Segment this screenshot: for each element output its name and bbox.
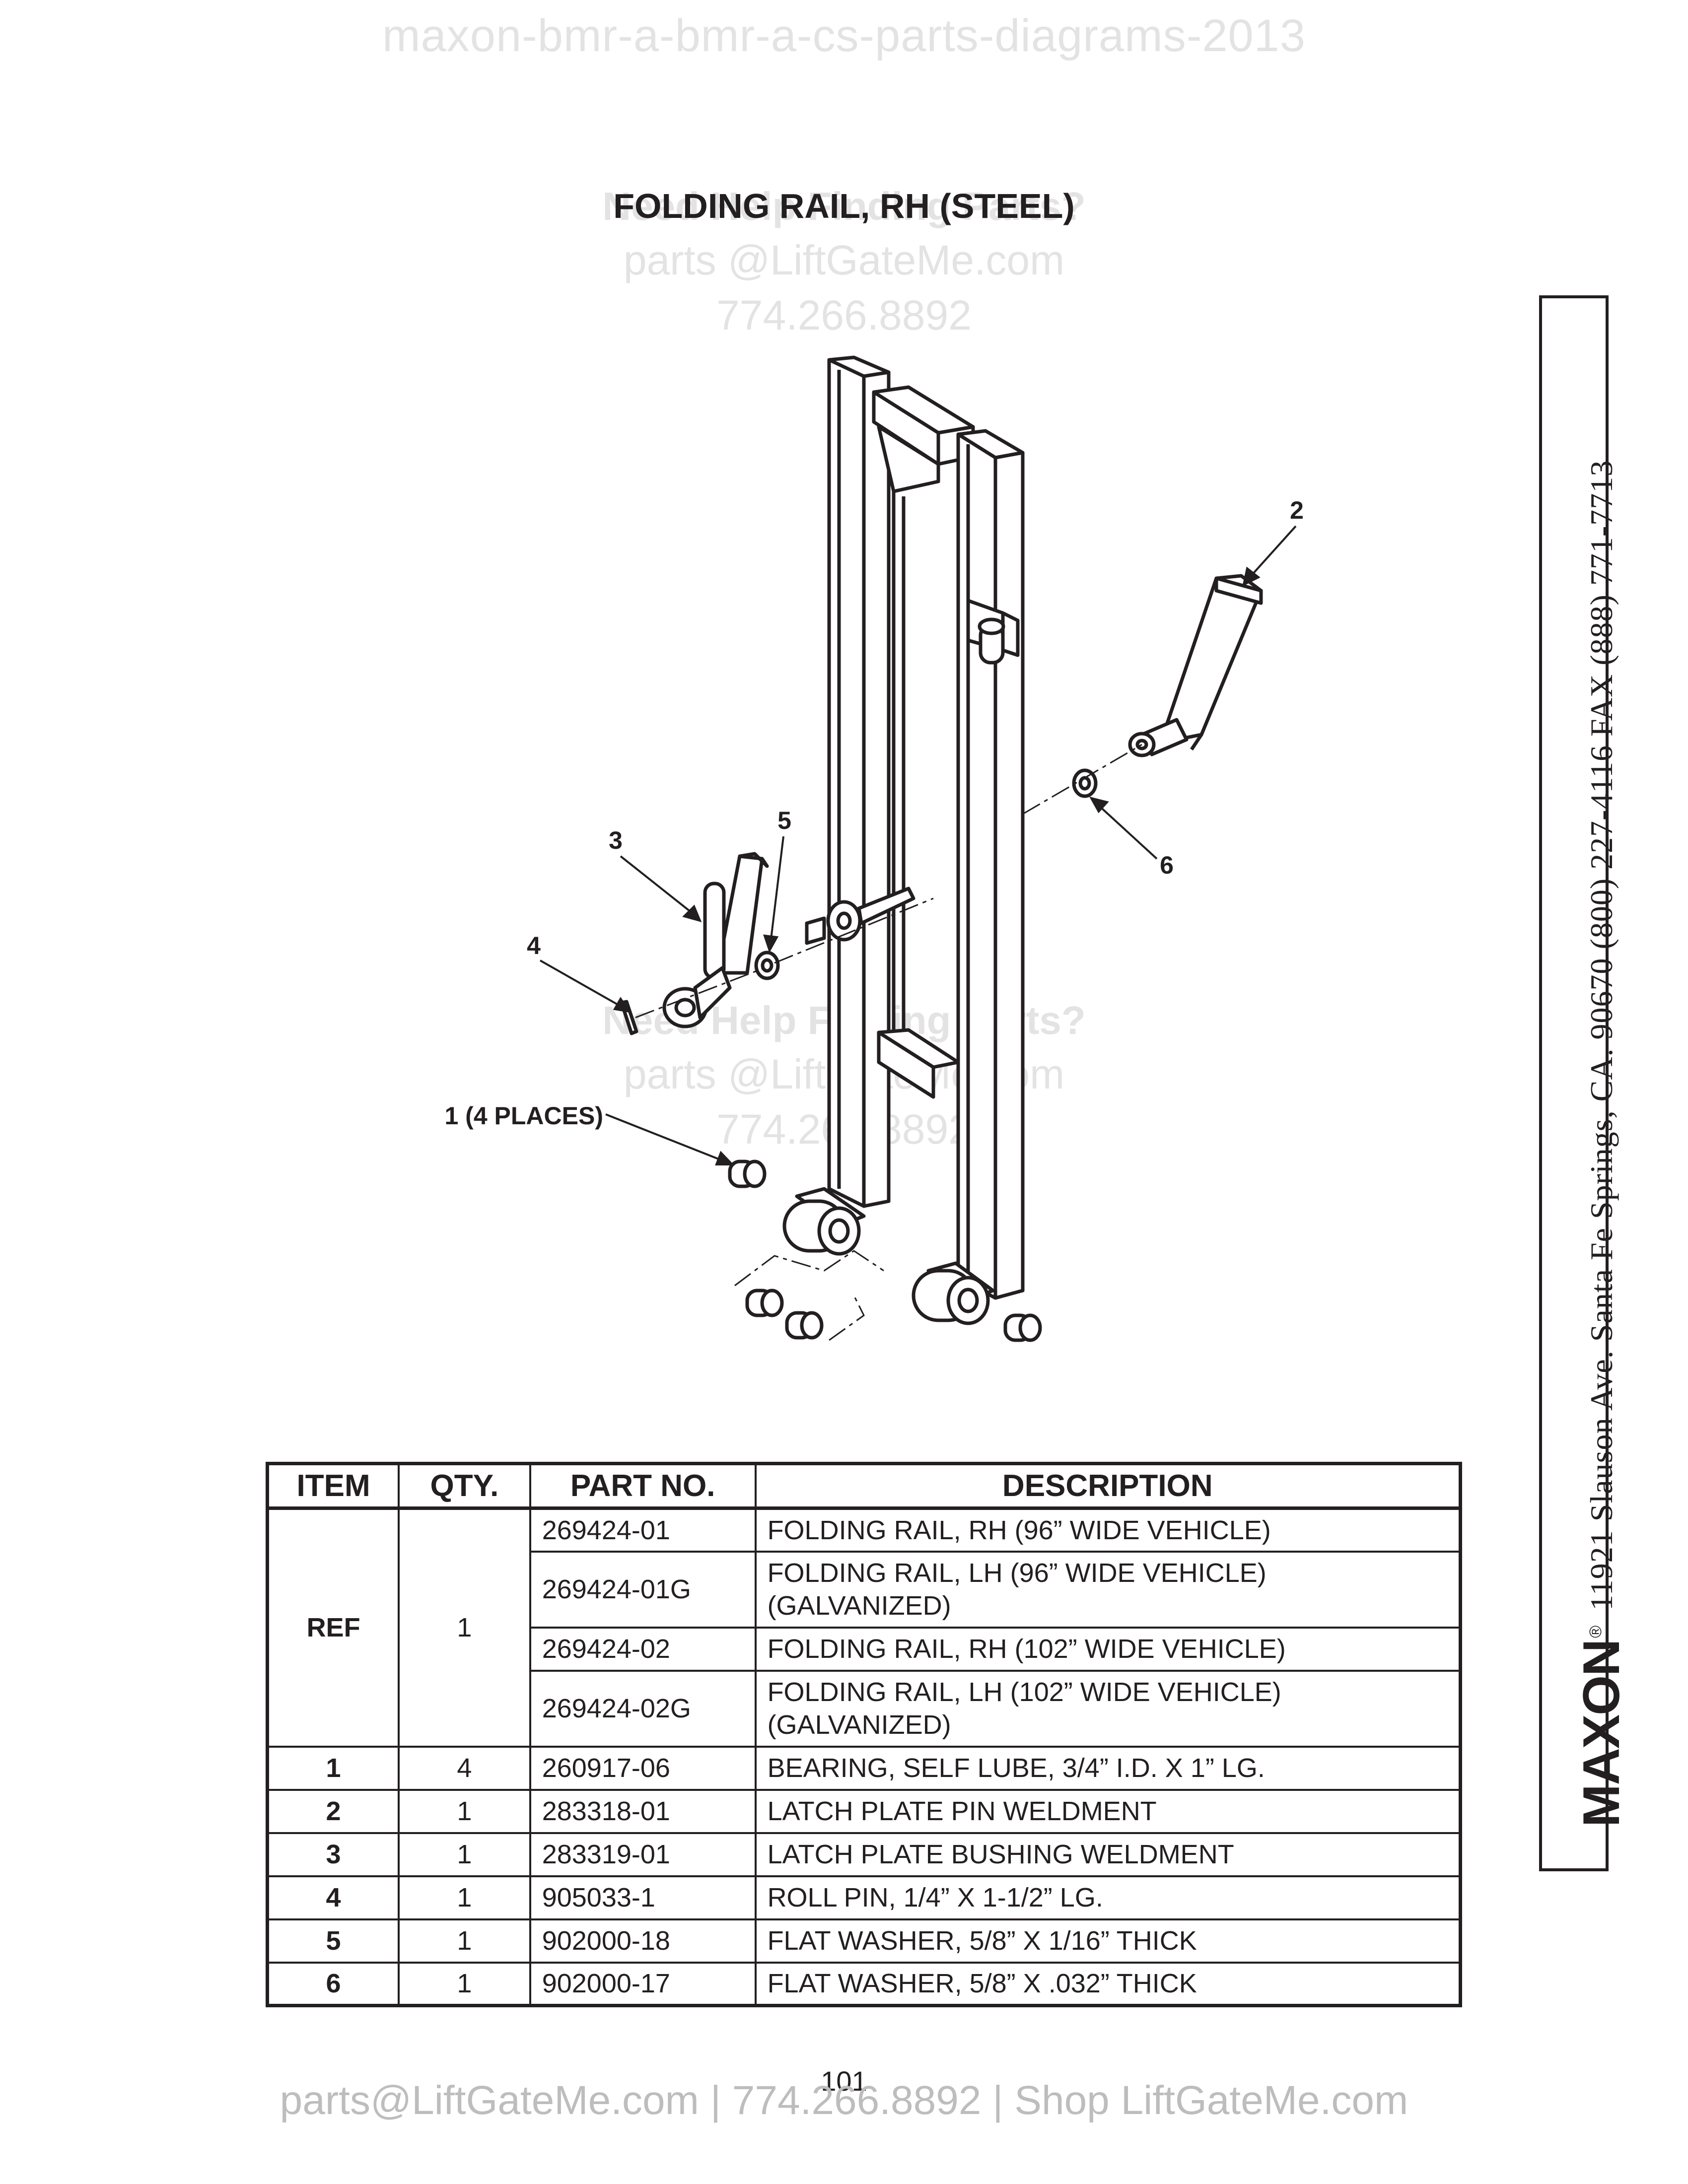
rail-bottom-crossbar [877,1028,960,1099]
part-no-cell: 902000-18 [529,1918,757,1964]
watermark-help-block-top: Need Help Finding Parts? parts @LiftGate… [0,184,1688,340]
rail-inner-slot [892,491,906,1052]
company-sidebar: MAXON® 11921 Slauson Ave. Santa Fe Sprin… [1539,295,1630,1871]
part-no-cell: 283319-01 [529,1832,757,1877]
qty-cell: 1 [398,1832,531,1877]
parts-table: ITEM QTY. PART NO. DESCRIPTION REF 1 269… [266,1462,1462,2007]
latch-plate-pin-weldment [1128,574,1263,757]
assembly-axes [635,744,1142,1341]
item-cell: 2 [266,1788,400,1834]
parts-diagram: 2 3 5 4 1 (4 PLACES) 6 [444,355,1304,1342]
header-part-no: PART NO. [529,1462,757,1510]
callout-6-label: 6 [1160,851,1174,879]
ref-item-cell: REF [266,1507,400,1748]
description-cell: BEARING, SELF LUBE, 3/4” I.D. X 1” LG. [754,1745,1462,1791]
callout-5-label: 5 [777,807,791,834]
flat-washer-item-6 [1072,768,1098,798]
table-row: 269424-01G FOLDING RAIL, LH (96” WIDE VE… [268,1550,1462,1629]
table-row: 269424-02 FOLDING RAIL, RH (102” WIDE VE… [268,1626,1462,1672]
part-no-cell: 269424-02G [529,1669,757,1748]
part-no-cell: 283318-01 [529,1788,757,1834]
part-no-cell: 269424-02 [529,1626,757,1672]
callout-2-label: 2 [1290,496,1304,524]
description-line: FOLDING RAIL, LH (96” WIDE VEHICLE) [767,1558,1266,1588]
table-row: 3 1 283319-01 LATCH PLATE BUSHING WELDME… [266,1832,1462,1877]
page-number: 101 [821,2065,867,2097]
qty-cell: 1 [398,1961,531,2007]
header-description: DESCRIPTION [754,1462,1462,1510]
bearing-2 [745,1289,784,1317]
bearing-1 [728,1160,767,1188]
callout-4-label: 4 [527,932,541,959]
item-cell: 6 [266,1961,400,2007]
watermark-phone: 774.266.8892 [716,292,972,339]
header-qty: QTY. [398,1462,531,1510]
description-line: FOLDING RAIL, LH (102” WIDE VEHICLE) [767,1677,1281,1707]
footer-contact: parts@LiftGateMe.com | 774.266.8892 | Sh… [280,2078,1408,2123]
watermark-filename: maxon-bmr-a-bmr-a-cs-parts-diagrams-2013 [382,10,1306,61]
header-item: ITEM [266,1462,400,1510]
item-cell: 3 [266,1832,400,1877]
qty-cell: 1 [398,1875,531,1920]
table-row: 2 1 283318-01 LATCH PLATE PIN WELDMENT [266,1788,1462,1834]
description-cell: FOLDING RAIL, LH (96” WIDE VEHICLE)(GALV… [754,1550,1462,1629]
part-no-cell: 902000-17 [529,1961,757,2007]
callout-1-label: 1 (4 PLACES) [444,1102,603,1130]
description-cell: LATCH PLATE PIN WELDMENT [754,1788,1462,1834]
table-row: 269424-02G FOLDING RAIL, LH (102” WIDE V… [268,1669,1462,1748]
description-cell: FOLDING RAIL, LH (102” WIDE VEHICLE)(GAL… [754,1669,1462,1748]
part-no-cell: 269424-01 [529,1507,757,1553]
flat-washer-item-5 [754,951,780,980]
watermark-help-text: Need Help Finding Parts? [602,184,1086,228]
description-cell: FOLDING RAIL, RH (102” WIDE VEHICLE) [754,1626,1462,1672]
table-row: 6 1 902000-17 FLAT WASHER, 5/8” X .032” … [266,1961,1462,2007]
description-line: (GALVANIZED) [767,1710,951,1740]
rail-right-post [956,429,1025,1300]
company-address: 11921 Slauson Ave. Santa Fe Springs, CA.… [1584,460,1619,1611]
qty-cell: 1 [398,1918,531,1964]
description-cell: FOLDING RAIL, RH (96” WIDE VEHICLE) [754,1507,1462,1553]
callout-3-label: 3 [609,826,623,854]
callout-leaders [540,525,1297,1165]
item-cell: 1 [266,1745,400,1791]
latch-pin-stud [805,887,915,945]
rail-left-post [827,355,891,1208]
rail-hinge-right [912,1261,995,1325]
ref-qty-cell: 1 [398,1507,531,1748]
qty-cell: 4 [398,1745,531,1791]
registered-mark: ® [1586,1625,1605,1638]
maxon-logo: MAXON [1572,1639,1630,1827]
description-line: (GALVANIZED) [767,1591,951,1621]
table-header-row: ITEM QTY. PART NO. DESCRIPTION [266,1462,1462,1510]
description-cell: LATCH PLATE BUSHING WELDMENT [754,1832,1462,1877]
bearing-4 [1003,1313,1042,1342]
watermark-email: parts @LiftGateMe.com [623,237,1065,283]
description-cell: FLAT WASHER, 5/8” X .032” THICK [754,1961,1462,2007]
latch-bracket [966,599,1020,665]
bearing-3 [785,1311,824,1340]
qty-cell: 1 [398,1788,531,1834]
sidebar-content: MAXON® 11921 Slauson Ave. Santa Fe Sprin… [1573,338,1630,1827]
table-row: 1 4 260917-06 BEARING, SELF LUBE, 3/4” I… [266,1745,1462,1791]
part-no-cell: 269424-01G [529,1550,757,1629]
page-title: FOLDING RAIL, RH (STEEL) [613,187,1075,225]
table-row: 4 1 905033-1 ROLL PIN, 1/4” X 1-1/2” LG. [266,1875,1462,1920]
part-no-cell: 905033-1 [529,1875,757,1920]
table-row: REF 1 269424-01 FOLDING RAIL, RH (96” WI… [266,1507,1462,1748]
description-cell: ROLL PIN, 1/4” X 1-1/2” LG. [754,1875,1462,1920]
item-cell: 4 [266,1875,400,1920]
rail-hinge-left [782,1187,866,1256]
description-cell: FLAT WASHER, 5/8” X 1/16” THICK [754,1918,1462,1964]
table-row: 5 1 902000-18 FLAT WASHER, 5/8” X 1/16” … [266,1918,1462,1964]
latch-plate-bushing-weldment [662,852,769,1028]
part-no-cell: 260917-06 [529,1745,757,1791]
item-cell: 5 [266,1918,400,1964]
